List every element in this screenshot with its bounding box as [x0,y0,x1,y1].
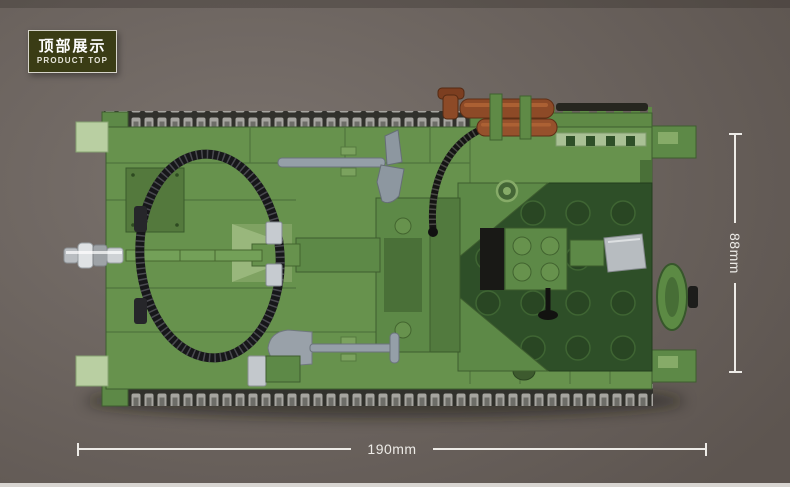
width-dimension: 190mm [77,441,707,457]
engine-deck [457,179,653,372]
gun-barrel [63,242,263,269]
dimension-line [734,283,736,371]
height-dimension: 88mm [726,133,744,373]
dimension-end-cap [705,442,707,456]
dimension-end-cap [728,133,742,135]
next-section-edge [0,483,790,487]
dimension-line [432,448,705,450]
coiled-antenna-hose [134,149,285,363]
top-edge-shade [0,0,790,8]
gear-lever [538,288,558,320]
vent-ring [495,179,519,203]
section-title-zh: 顶部展示 [38,37,107,55]
fuel-drums [437,87,648,141]
axe-tool [277,129,405,204]
chrome-muzzle [63,242,124,269]
dimension-line [79,448,352,450]
turret [251,197,461,353]
section-title-en: PRODUCT TOP [36,55,109,65]
hatch [603,233,647,273]
shovel-tool [247,329,400,387]
height-dimension-label: 88mm [727,232,743,274]
road-wheel [656,263,698,331]
dimension-end-cap [77,442,79,456]
section-badge: 顶部展示 PRODUCT TOP [28,30,117,73]
dimension-end-cap [728,371,742,373]
dimension-line [734,135,736,223]
width-dimension-label: 190mm [367,441,417,457]
